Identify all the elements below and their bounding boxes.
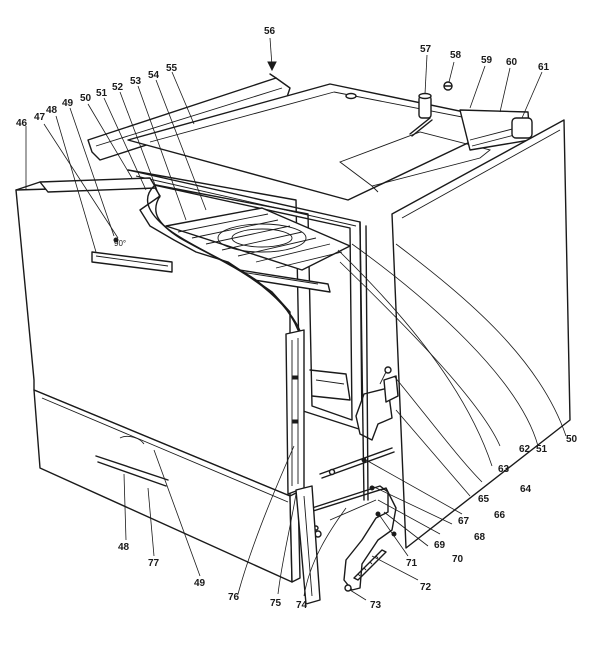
callout-66: 66	[494, 510, 506, 521]
right-side-panel	[391, 119, 571, 549]
callout-49-bottom: 49	[194, 578, 206, 589]
callout-70: 70	[452, 554, 464, 565]
dish-rack	[165, 207, 351, 271]
callout-64: 64	[520, 484, 532, 495]
callout-51-right: 51	[536, 444, 548, 455]
callout-72: 72	[420, 582, 432, 593]
callout-58: 58	[450, 50, 462, 61]
callout-52: 52	[112, 82, 124, 93]
callout-50-top: 50	[80, 93, 92, 104]
callout-53: 53	[130, 76, 142, 87]
callout-60: 60	[506, 57, 518, 68]
callout-68: 68	[474, 532, 486, 543]
callout-48-top: 48	[46, 105, 58, 116]
callout-46: 46	[16, 118, 28, 129]
callout-55: 55	[166, 63, 178, 74]
door-spring	[353, 549, 387, 581]
callout-47: 47	[34, 112, 46, 123]
callout-69: 69	[434, 540, 446, 551]
callout-76: 76	[228, 592, 240, 603]
hinge-bracket	[309, 485, 397, 591]
rear-tub-edge	[459, 109, 533, 151]
callout-63: 63	[498, 464, 510, 475]
hose-clamp	[443, 81, 453, 91]
latch-rod	[319, 447, 395, 479]
control-knob-indicator	[113, 237, 119, 243]
callout-62: 62	[519, 444, 531, 455]
leader-lines	[25, 37, 567, 601]
callout-77: 77	[148, 558, 160, 569]
door-inner-liner	[285, 329, 305, 495]
callout-labels: 56 57 58 59 60 61 46 47 48 49 50 51 52 5…	[16, 26, 578, 611]
cabinet-right-post	[359, 221, 369, 501]
callout-67: 67	[458, 516, 470, 527]
callout-51-top: 51	[96, 88, 108, 99]
panel-louver-slot	[95, 435, 169, 487]
callout-50-right: 50	[566, 434, 578, 445]
callout-54: 54	[148, 70, 160, 81]
right-hinge-plate	[355, 366, 399, 441]
callout-57: 57	[420, 44, 432, 55]
callout-65: 65	[478, 494, 490, 505]
callout-49-top: 49	[62, 98, 74, 109]
callout-71: 71	[406, 558, 418, 569]
vent-hole	[345, 92, 357, 100]
spring-anchor	[344, 584, 352, 592]
callout-59: 59	[481, 55, 493, 66]
callout-75: 75	[270, 598, 282, 609]
callout-48-bottom: 48	[118, 542, 130, 553]
hinge-arm	[295, 485, 321, 605]
callout-61: 61	[538, 62, 550, 73]
callout-56: 56	[264, 26, 276, 37]
callout-74: 74	[296, 600, 308, 611]
callout-73: 73	[370, 600, 382, 611]
tub-floor-edge	[309, 369, 351, 401]
door-handle	[91, 251, 173, 273]
door-cutaway-edge	[146, 185, 303, 337]
knob-marking: 90°	[114, 239, 126, 248]
